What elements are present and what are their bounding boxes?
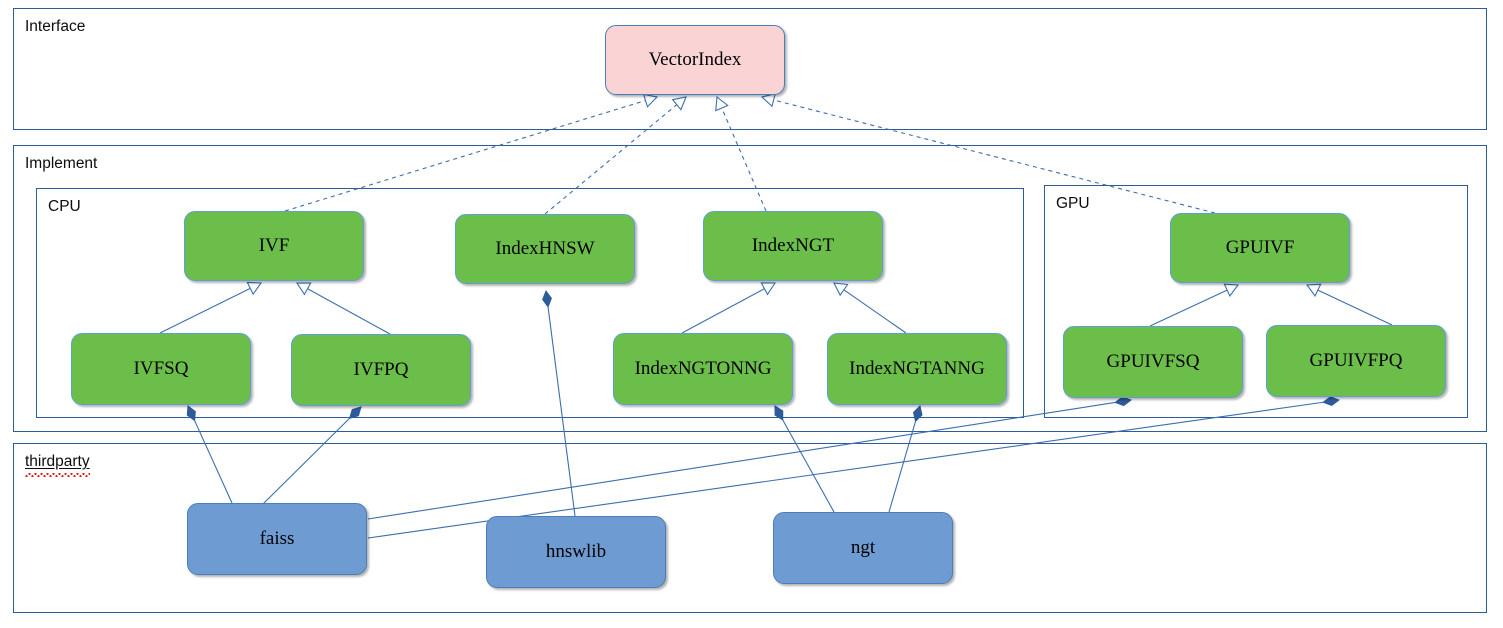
composition-edge-ivfsq (195, 421, 232, 503)
class-node-indexngtonng[interactable]: IndexNGTONNG (613, 333, 793, 405)
class-node-label: IVF (258, 234, 290, 256)
inheritance-edge-ivfsq-to-ivf (160, 288, 250, 333)
inheritance-arrowhead-indexngtanng (833, 282, 849, 297)
class-node-indexngt[interactable]: IndexNGT (703, 211, 883, 281)
class-node-label: IVFSQ (133, 357, 189, 379)
class-node-gpuivfpq[interactable]: GPUIVFPQ (1266, 325, 1446, 397)
class-node-ngt[interactable]: ngt (773, 512, 953, 584)
inheritance-edge-gpuivfsq-to-gpuivf (1150, 290, 1227, 326)
inheritance-edge-indexngtonng-to-indexngt (682, 289, 764, 333)
package-interface (13, 8, 1487, 130)
class-node-label: VectorIndex (648, 48, 742, 70)
class-node-faiss[interactable]: faiss (187, 503, 367, 575)
composition-diamond-gpuivfpq (1322, 396, 1341, 407)
class-node-label: GPUIVFPQ (1309, 349, 1403, 371)
class-node-gpuivfsq[interactable]: GPUIVFSQ (1063, 326, 1243, 398)
realization-edge-indexngt-to-vectorindex (722, 108, 766, 211)
class-node-label: hnswlib (545, 540, 607, 562)
class-node-ivfsq[interactable]: IVFSQ (71, 333, 251, 405)
composition-edge-indexhnsw (548, 307, 575, 516)
realization-arrowhead-indexhnsw (671, 96, 687, 111)
class-node-label: IndexNGT (751, 234, 835, 256)
realization-arrowhead-ivf (642, 93, 659, 108)
package-label-thirdparty: thirdparty (25, 453, 90, 477)
class-node-vectorindex[interactable]: VectorIndex (605, 25, 785, 95)
package-gpu (1044, 185, 1468, 418)
class-node-label: ngt (850, 536, 876, 558)
class-node-label: IndexNGTONNG (634, 357, 772, 379)
inheritance-edge-indexngtanng-to-indexngt (844, 290, 906, 333)
composition-diamond-indexhnsw (542, 289, 552, 308)
package-thirdparty (13, 443, 1487, 613)
package-label-gpu: GPU (1056, 195, 1090, 212)
realization-edge-ivf-to-vectorindex (285, 101, 646, 211)
class-node-label: IndexHNSW (495, 237, 595, 259)
composition-edge-indexngtonng (783, 420, 834, 512)
class-node-indexngtanng[interactable]: IndexNGTANNG (827, 333, 1007, 405)
class-node-hnswlib[interactable]: hnswlib (486, 516, 666, 588)
package-label-implement: Implement (25, 155, 98, 172)
composition-edge-ivfpq (262, 418, 350, 505)
realization-arrowhead-indexngt (715, 95, 729, 112)
inheritance-arrowhead-ivfsq (246, 281, 263, 296)
class-node-ivfpq[interactable]: IVFPQ (291, 334, 471, 406)
realization-edge-gpuivf-to-vectorindex (774, 100, 1215, 213)
composition-diamond-indexngtonng (774, 405, 784, 421)
composition-diamond-indexngtanng (912, 405, 923, 423)
realization-arrowhead-gpuivf (760, 92, 776, 108)
inheritance-edge-ivfpq-to-ivf (308, 289, 390, 334)
class-node-label: GPUIVF (1225, 236, 1295, 258)
class-node-label: IVFPQ (353, 358, 409, 380)
realization-edge-indexhnsw-to-vectorindex (545, 105, 677, 214)
composition-diamond-ivfsq (186, 405, 196, 422)
inheritance-arrowhead-ivfpq (295, 282, 312, 296)
spellcheck-squiggle-icon (25, 473, 90, 477)
class-node-label: IndexNGTANNG (849, 357, 985, 379)
composition-diamond-ivfpq (348, 406, 362, 419)
class-node-label: faiss (259, 527, 295, 549)
class-node-ivf[interactable]: IVF (184, 211, 364, 281)
composition-edge-gpuivfpq (368, 402, 1323, 538)
inheritance-edge-gpuivfpq-to-gpuivf (1318, 290, 1392, 325)
package-cpu (36, 188, 1024, 418)
class-node-label: GPUIVFSQ (1106, 350, 1200, 372)
class-node-gpuivf[interactable]: GPUIVF (1170, 213, 1350, 283)
composition-diamond-gpuivfsq (1114, 396, 1133, 407)
class-node-indexhnsw[interactable]: IndexHNSW (455, 214, 635, 284)
package-label-interface: Interface (25, 18, 86, 35)
composition-edge-gpuivfsq (368, 402, 1115, 519)
package-label-cpu: CPU (48, 198, 81, 215)
package-implement (13, 145, 1487, 432)
composition-edge-indexngtanng (889, 421, 916, 512)
